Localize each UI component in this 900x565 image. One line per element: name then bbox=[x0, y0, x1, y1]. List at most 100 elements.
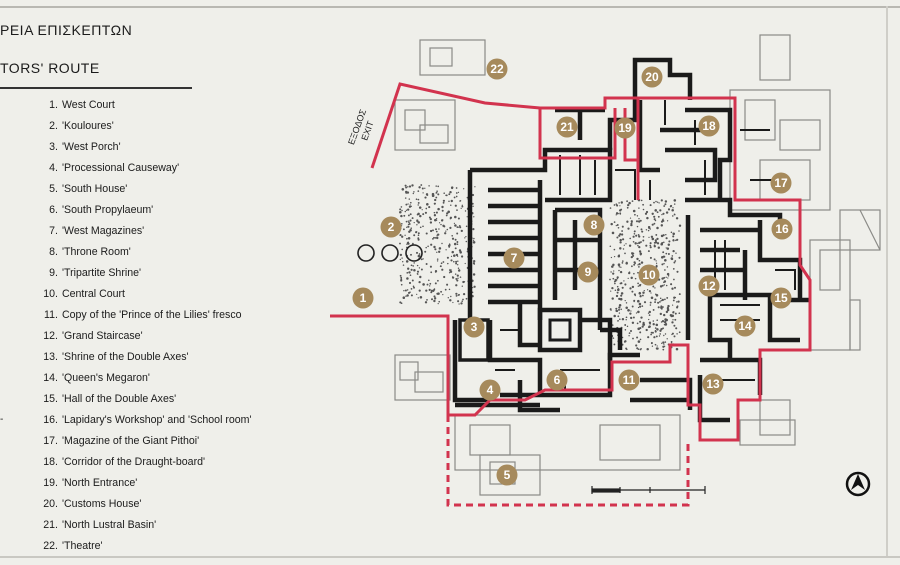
legend-side-tick: - bbox=[0, 414, 4, 425]
route-title-greek: ΡΕΙΑ ΕΠΙΣΚΕΠΤΩΝ bbox=[0, 22, 133, 38]
route-stop-number: 7 bbox=[511, 251, 518, 265]
legend-item: 13.'Shrine of the Double Axes' bbox=[40, 347, 252, 368]
legend-item-number: 20. bbox=[43, 498, 58, 510]
route-stop-number: 1 bbox=[360, 291, 367, 305]
route-stop-marker: 19 bbox=[614, 117, 636, 139]
route-stop-number: 11 bbox=[623, 373, 636, 387]
legend-item-label: 'Magazine of the Giant Pithoi' bbox=[62, 435, 200, 447]
route-stop-marker: 11 bbox=[618, 369, 640, 391]
legend-item-label: 'North Lustral Basin' bbox=[62, 519, 157, 531]
route-stop-number: 9 bbox=[585, 265, 592, 279]
legend-item-number: 12. bbox=[43, 330, 58, 342]
route-stop-disc bbox=[770, 287, 792, 309]
legend-item-label: 'Theatre' bbox=[62, 540, 103, 552]
legend-item-number: 10. bbox=[43, 288, 58, 300]
route-stop-number: 16 bbox=[775, 222, 789, 236]
route-stop-disc bbox=[770, 172, 792, 194]
legend-item: 16.'Lapidary's Workshop' and 'School roo… bbox=[40, 410, 251, 431]
route-stop-disc bbox=[556, 116, 578, 138]
route-stop-marker: 20 bbox=[641, 66, 663, 88]
exit-label: ΕΞΟΔΟΣ EXIT bbox=[346, 107, 376, 146]
legend-item-label: 'Kouloures' bbox=[62, 120, 114, 132]
legend-item: 7.'West Magazines' bbox=[40, 221, 252, 242]
route-stop-disc bbox=[577, 261, 599, 283]
route-stop-marker: 6 bbox=[546, 369, 568, 391]
legend-item: 20. 'Customs House' bbox=[40, 494, 252, 515]
legend-item: 2.'Kouloures' bbox=[40, 116, 252, 137]
legend-item: 6. 'South Propylaeum' bbox=[40, 200, 252, 221]
route-stop-marker: 9 bbox=[577, 261, 599, 283]
legend-item-label: 'South Propylaeum' bbox=[62, 204, 154, 216]
route-stop-marker: 17 bbox=[770, 172, 792, 194]
route-stop-disc bbox=[641, 66, 663, 88]
legend-item: 21. 'North Lustral Basin' bbox=[40, 515, 252, 536]
legend-item-label: 'Customs House' bbox=[62, 498, 142, 510]
route-stop-marker: 16 bbox=[771, 218, 793, 240]
route-stop-number: 4 bbox=[487, 383, 494, 397]
peripheral-ruins bbox=[394, 34, 881, 496]
route-stop-disc bbox=[496, 464, 518, 486]
route-stop-disc bbox=[698, 275, 720, 297]
route-stop-disc bbox=[614, 117, 636, 139]
legend-item: 11.Copy of the 'Prince of the Lilies' fr… bbox=[40, 305, 252, 326]
route-stop-number: 10 bbox=[642, 268, 656, 282]
route-stop-marker: 18 bbox=[698, 115, 720, 137]
route-stop-marker: 3 bbox=[463, 316, 485, 338]
route-stop-number: 22 bbox=[490, 62, 504, 76]
route-stop-number: 5 bbox=[504, 468, 511, 482]
route-stop-marker: 14 bbox=[734, 315, 756, 337]
legend-item-label: 'Corridor of the Draught-board' bbox=[62, 456, 206, 468]
frame-right-edge bbox=[886, 6, 888, 556]
route-stop-disc bbox=[503, 247, 525, 269]
route-stop-number: 19 bbox=[618, 121, 632, 135]
legend-item-label: 'South House' bbox=[62, 183, 128, 195]
route-stop-number: 12 bbox=[702, 279, 716, 293]
legend-item: 8.'Throne Room' bbox=[40, 242, 252, 263]
legend-item-label: 'North Entrance' bbox=[62, 477, 138, 489]
route-stop-disc bbox=[771, 218, 793, 240]
title-divider bbox=[0, 87, 192, 89]
legend-item-number: 4. bbox=[49, 162, 58, 174]
route-stop-number: 20 bbox=[645, 70, 659, 84]
legend-item-number: 7. bbox=[49, 225, 58, 237]
legend-item-number: 22. bbox=[43, 540, 58, 552]
legend-item-number: 15. bbox=[43, 393, 58, 405]
route-stop-marker: 4 bbox=[479, 379, 501, 401]
legend-item-number: 6. bbox=[49, 204, 58, 216]
legend-item: 9.'Tripartite Shrine' bbox=[40, 263, 252, 284]
legend-item: 4.'Processional Causeway' bbox=[40, 158, 252, 179]
route-stop-disc bbox=[698, 115, 720, 137]
legend-item-number: 9. bbox=[49, 267, 58, 279]
legend-item-number: 17. bbox=[43, 435, 58, 447]
legend-item: 1.West Court bbox=[40, 95, 252, 116]
route-stop-disc bbox=[618, 369, 640, 391]
legend-item-number: 18. bbox=[43, 456, 58, 468]
legend-item: 19.'North Entrance' bbox=[40, 473, 252, 494]
route-stop-number: 18 bbox=[702, 119, 716, 133]
north-arrow-icon bbox=[845, 471, 871, 497]
route-stop-disc bbox=[583, 214, 605, 236]
route-stop-marker: 5 bbox=[496, 464, 518, 486]
legend-item-label: Central Court bbox=[62, 288, 125, 300]
route-stop-marker: 7 bbox=[503, 247, 525, 269]
route-stop-marker: 12 bbox=[698, 275, 720, 297]
legend-item: 10. Central Court bbox=[40, 284, 252, 305]
stippled-areas bbox=[399, 184, 682, 351]
route-stop-disc bbox=[380, 216, 402, 238]
legend-item-number: 1. bbox=[49, 99, 58, 111]
legend-item: 14.'Queen's Megaron' bbox=[40, 368, 252, 389]
route-stop-disc bbox=[352, 287, 374, 309]
route-stop-number: 2 bbox=[388, 220, 395, 234]
route-stop-number: 6 bbox=[554, 373, 561, 387]
legend-item-label: 'Grand Staircase' bbox=[62, 330, 143, 342]
legend-item-number: 14. bbox=[43, 372, 58, 384]
south-house-route bbox=[446, 415, 690, 507]
legend-item: 18. 'Corridor of the Draught-board' bbox=[40, 452, 252, 473]
legend-item-number: 8. bbox=[49, 246, 58, 258]
legend-item: 3.'West Porch' bbox=[40, 137, 252, 158]
route-stop-marker: 2 bbox=[380, 216, 402, 238]
route-stop-number: 3 bbox=[471, 320, 478, 334]
legend-item-number: 21. bbox=[43, 519, 58, 531]
legend-item: 12. 'Grand Staircase' bbox=[40, 326, 252, 347]
